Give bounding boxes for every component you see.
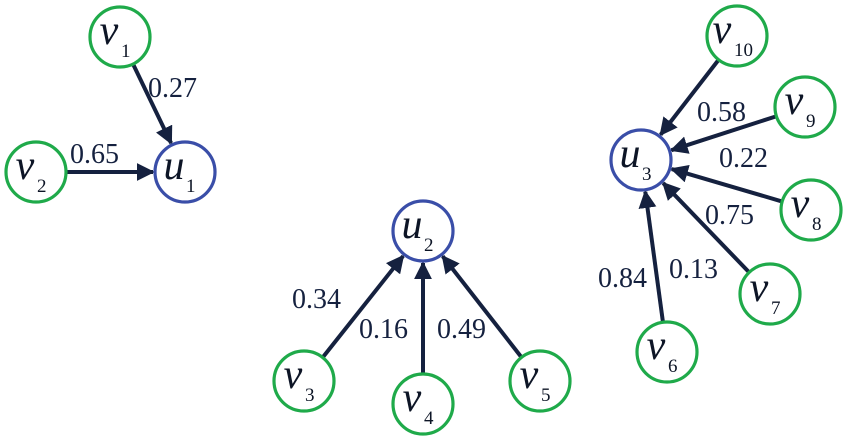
- node-letter: v: [791, 181, 810, 227]
- node-letter: v: [403, 375, 422, 421]
- edge-v6-u3: 0.84: [598, 189, 665, 323]
- edge-v9-u3: 0.22: [669, 114, 778, 174]
- edge-v8-u3: 0.75: [669, 164, 783, 231]
- edge-weight-label: 0.34: [292, 284, 341, 315]
- node-circle: [779, 178, 843, 242]
- node-subscript: 2: [424, 235, 434, 256]
- node-circle: [738, 262, 802, 326]
- edges-layer: 0.27 0.65 0.34 0.16 0.49 0.84 0.13 0.75 0.22 0.58: [66, 58, 783, 374]
- edge-weight-label: 0.16: [359, 314, 408, 345]
- node-circle: [705, 4, 769, 68]
- node-subscript: 1: [186, 176, 196, 197]
- node-circle: [609, 128, 673, 192]
- node-letter: u: [402, 202, 423, 248]
- node-subscript: 1: [121, 41, 131, 62]
- node-circle: [272, 349, 336, 413]
- edge-weight-label: 0.49: [437, 314, 486, 345]
- edge-arrow: [659, 58, 721, 137]
- edge-arrow: [441, 254, 524, 359]
- edge-v3-u2: 0.34: [292, 254, 405, 359]
- edge-weight-label: 0.27: [148, 73, 197, 104]
- node-subscript: 6: [668, 356, 678, 377]
- node-subscript: 9: [806, 111, 816, 132]
- node-subscript: 3: [642, 164, 652, 185]
- edge-v2-u1: 0.65: [66, 139, 155, 181]
- node-circle: [391, 372, 455, 436]
- edge-weight-label: 0.65: [70, 139, 119, 170]
- node-subscript: 7: [771, 298, 781, 319]
- edge-weight-label: 0.13: [669, 254, 718, 285]
- node-subscript: 8: [812, 214, 822, 235]
- edge-arrow: [321, 254, 405, 359]
- node-circle: [4, 140, 68, 204]
- node-letter: v: [750, 265, 769, 311]
- node-subscript: 10: [734, 40, 753, 61]
- node-circle: [88, 5, 152, 69]
- node-letter: u: [620, 131, 641, 177]
- edge-weight-label: 0.22: [719, 143, 768, 174]
- node-letter: v: [647, 323, 666, 369]
- edge-v5-u2: 0.49: [437, 254, 524, 359]
- edge-arrow: [669, 164, 783, 204]
- node-subscript: 4: [424, 408, 434, 429]
- edge-v4-u2: 0.16: [359, 261, 432, 374]
- node-circle: [508, 349, 572, 413]
- node-circle: [773, 75, 837, 139]
- node-subscript: 2: [37, 176, 47, 197]
- node-subscript: 5: [541, 385, 551, 406]
- node-circle: [391, 199, 455, 263]
- edge-weight-label: 0.58: [697, 97, 746, 128]
- node-letter: v: [713, 7, 732, 53]
- edge-v10-u3: 0.58: [659, 58, 746, 137]
- node-circle: [635, 320, 699, 384]
- edge-arrow: [669, 114, 778, 154]
- node-letter: v: [520, 352, 539, 398]
- edge-v7-u3: 0.13: [661, 181, 751, 285]
- node-circle: [153, 140, 217, 204]
- node-letter: v: [100, 8, 119, 54]
- edge-arrow: [131, 63, 173, 145]
- node-letter: v: [16, 143, 35, 189]
- node-subscript: 3: [305, 385, 315, 406]
- node-letter: u: [164, 143, 185, 189]
- node-letter: v: [284, 352, 303, 398]
- edge-arrow: [638, 189, 665, 323]
- edge-v1-u1: 0.27: [131, 63, 197, 145]
- edge-weight-label: 0.75: [705, 200, 754, 231]
- node-letter: v: [785, 78, 804, 124]
- edge-arrow: [661, 181, 751, 274]
- edge-weight-label: 0.84: [598, 263, 647, 294]
